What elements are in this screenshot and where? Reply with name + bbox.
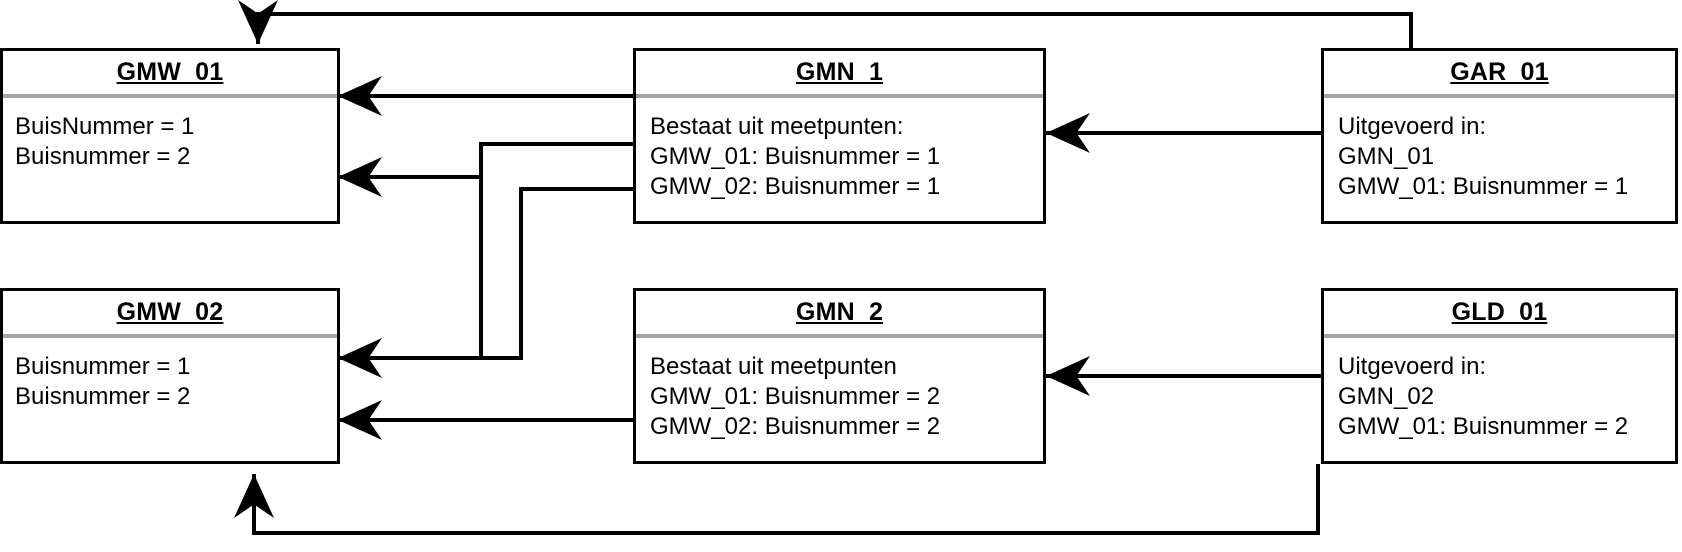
node-gmn1-line-3: GMW_02: Buisnummer = 1 (650, 173, 941, 200)
node-gmn1-title: GMN_1 (795, 58, 884, 86)
node-gmn2-line-2: GMW_01: Buisnummer = 2 (650, 383, 941, 410)
node-gar01-line-2: GMN_01 (1338, 143, 1435, 170)
node-gmw02-line-1: Buisnummer = 1 (15, 353, 191, 380)
node-gmn1-line-2: GMW_01: Buisnummer = 1 (650, 143, 941, 170)
node-gmw01-body: BuisNummer = 1 Buisnummer = 2 (3, 98, 337, 221)
node-gmw02-header: GMW_02 (3, 291, 337, 338)
node-gar01-header: GAR_01 (1324, 51, 1675, 98)
node-gld01[interactable]: GLD_01 Uitgevoerd in: GMN_02 GMW_01: Bui… (1321, 288, 1678, 464)
node-gmn2[interactable]: GMN_2 Bestaat uit meetpunten GMW_01: Bui… (633, 288, 1046, 464)
node-gar01-body: Uitgevoerd in: GMN_01 GMW_01: Buisnummer… (1324, 98, 1675, 221)
node-gmw02-body: Buisnummer = 1 Buisnummer = 2 (3, 338, 337, 461)
node-gld01-line-3: GMW_01: Buisnummer = 2 (1338, 413, 1629, 440)
node-gld01-line-1: Uitgevoerd in: (1338, 353, 1487, 380)
node-gmn1[interactable]: GMN_1 Bestaat uit meetpunten: GMW_01: Bu… (633, 48, 1046, 224)
node-gmw01-title: GMW_01 (116, 58, 224, 86)
node-gmn2-header: GMN_2 (636, 291, 1043, 338)
node-gmn1-line-1: Bestaat uit meetpunten: (650, 113, 904, 140)
connector-gmn2-to-gmw01 (338, 142, 633, 197)
node-gmn2-title: GMN_2 (795, 298, 884, 326)
node-gmn1-body: Bestaat uit meetpunten: GMW_01: Buisnumm… (636, 98, 1043, 221)
node-gar01-title: GAR_01 (1450, 58, 1549, 86)
node-gar01[interactable]: GAR_01 Uitgevoerd in: GMN_01 GMW_01: Bui… (1321, 48, 1678, 224)
connector-gmn1-to-gmw02 (338, 187, 633, 378)
node-gmw02-title: GMW_02 (116, 298, 224, 326)
node-gmn2-line-1: Bestaat uit meetpunten (650, 353, 897, 380)
connector-gar01-to-gmw01-top (238, 0, 1413, 48)
node-gmw02-line-2: Buisnummer = 2 (15, 383, 191, 410)
node-gar01-line-3: GMW_01: Buisnummer = 1 (1338, 173, 1629, 200)
node-gmw01-line-1: BuisNummer = 1 (15, 113, 195, 140)
node-gld01-line-2: GMN_02 (1338, 383, 1435, 410)
node-gmw01[interactable]: GMW_01 BuisNummer = 1 Buisnummer = 2 (0, 48, 340, 224)
node-gmn2-line-3: GMW_02: Buisnummer = 2 (650, 413, 941, 440)
node-gld01-body: Uitgevoerd in: GMN_02 GMW_01: Buisnummer… (1324, 338, 1675, 461)
node-gar01-line-1: Uitgevoerd in: (1338, 113, 1487, 140)
node-gmw01-header: GMW_01 (3, 51, 337, 98)
node-gmw02[interactable]: GMW_02 Buisnummer = 1 Buisnummer = 2 (0, 288, 340, 464)
node-gmn2-body: Bestaat uit meetpunten GMW_01: Buisnumme… (636, 338, 1043, 461)
node-gld01-title: GLD_01 (1451, 298, 1548, 326)
node-gld01-header: GLD_01 (1324, 291, 1675, 338)
node-gmn1-header: GMN_1 (636, 51, 1043, 98)
connector-gld01-to-gmw02-bottom (234, 464, 1320, 535)
node-gmw01-line-2: Buisnummer = 2 (15, 143, 191, 170)
